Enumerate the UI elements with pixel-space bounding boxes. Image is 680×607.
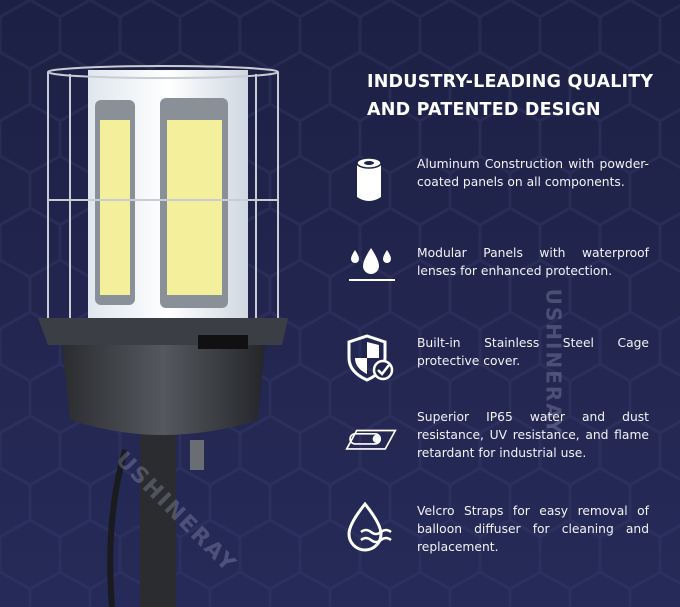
title-line-2: AND PATENTED DESIGN <box>367 100 601 120</box>
page-title: INDUSTRY-LEADING QUALITY AND PATENTED DE… <box>367 68 653 124</box>
feature-text: Aluminum Construction with powder-coated… <box>417 157 649 189</box>
feature-steel-cage: Built-in Stainless Steel Cage protective… <box>345 334 655 394</box>
feature-aluminum: Aluminum Construction with powder-coated… <box>345 155 655 215</box>
title-line-1: INDUSTRY-LEADING QUALITY <box>367 72 654 92</box>
feature-text: Modular Panels with waterproof lenses fo… <box>417 246 649 278</box>
work-light-product-image <box>38 65 288 607</box>
feature-text: Superior IP65 water and dust resistance,… <box>417 410 649 460</box>
feature-velcro-straps: Velcro Straps for easy removal of balloo… <box>345 502 655 562</box>
feature-text: Velcro Straps for easy removal of balloo… <box>417 504 649 554</box>
water-drop-waves-icon <box>347 502 392 552</box>
water-drops-icon <box>349 248 395 281</box>
shield-check-icon <box>347 334 394 382</box>
cylinder-icon <box>356 157 382 201</box>
feature-ip65: Superior IP65 water and dust resistance,… <box>345 408 655 468</box>
fabric-roll-icon <box>345 429 397 450</box>
feature-text: Built-in Stainless Steel Cage protective… <box>417 336 649 368</box>
feature-modular-panels: Modular Panels with waterproof lenses fo… <box>345 244 655 304</box>
